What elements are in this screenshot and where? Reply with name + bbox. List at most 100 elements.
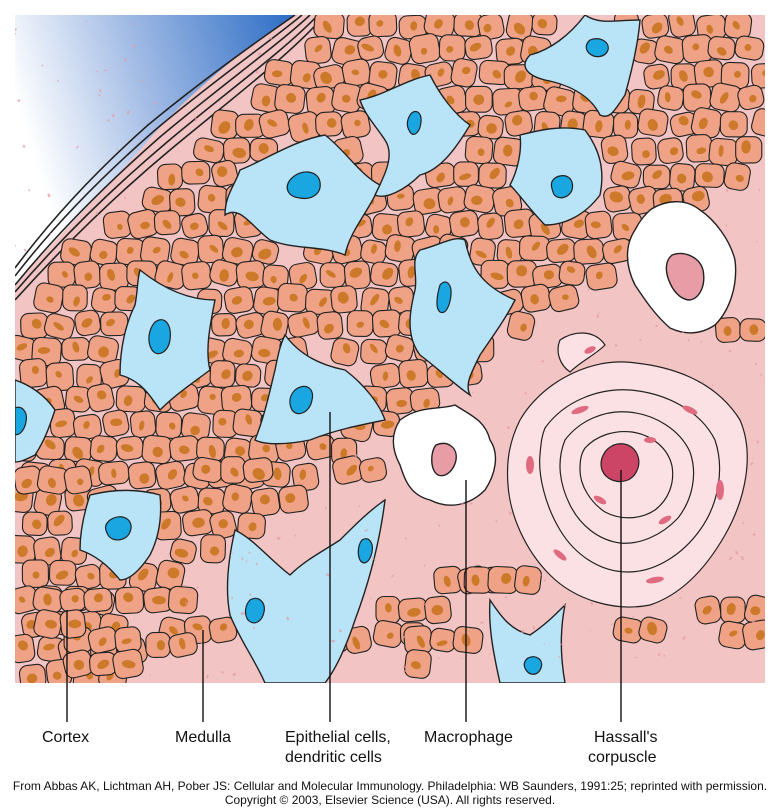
speckle (95, 70, 98, 73)
speckle (589, 629, 591, 632)
thymocyte-nucleus (273, 467, 282, 481)
thymocyte-nucleus (489, 167, 500, 180)
thymocyte-nucleus (464, 20, 475, 30)
thymocyte-nucleus (242, 370, 253, 382)
thymocyte-nucleus (566, 266, 576, 273)
speckle (95, 212, 99, 215)
thymocyte-nucleus (73, 296, 80, 307)
thymocyte (358, 457, 388, 483)
thymocyte-nucleus (96, 444, 105, 454)
thymocyte-nucleus (110, 418, 123, 427)
speckle (504, 595, 508, 599)
thymocyte-nucleus (84, 272, 93, 282)
thymocyte-nucleus (512, 114, 523, 126)
thymocyte-nucleus (258, 348, 271, 358)
speckle (755, 362, 757, 366)
speckle (711, 384, 714, 386)
speckle (402, 665, 406, 668)
thymocyte-nucleus (728, 120, 739, 131)
thymocyte-nucleus (299, 273, 308, 284)
thymocyte-nucleus (72, 341, 80, 353)
speckle (276, 536, 281, 540)
thymocyte-nucleus (86, 376, 93, 384)
thymocyte-nucleus (361, 43, 375, 52)
thymocyte-nucleus (272, 317, 283, 331)
thymocyte (558, 260, 586, 286)
speckle (752, 532, 756, 537)
thymocyte-nucleus (261, 95, 271, 107)
thymocyte-nucleus (16, 343, 28, 351)
thymocyte-nucleus (72, 446, 84, 459)
speckle (543, 643, 546, 645)
thymocyte-nucleus (537, 18, 548, 29)
thymocyte-nucleus (356, 321, 365, 328)
thymocyte (751, 108, 765, 138)
speckle (179, 622, 184, 626)
thymocyte-nucleus (406, 370, 416, 381)
thymocyte-nucleus (636, 194, 645, 204)
thymocyte-nucleus (87, 572, 95, 580)
speckle (756, 440, 760, 444)
speckle (140, 80, 143, 83)
thymocyte (657, 85, 685, 111)
thymocyte-nucleus (231, 296, 243, 305)
thymocyte-nucleus (384, 603, 392, 613)
thymocyte-nucleus (530, 294, 540, 305)
macrophages (392, 201, 737, 506)
thymocyte-nucleus (259, 494, 270, 505)
thymocyte-nucleus (749, 94, 757, 103)
thymocyte-nucleus (394, 240, 401, 253)
thymocyte-nucleus (209, 393, 216, 401)
speckle (57, 79, 60, 82)
thymocyte-nucleus (492, 69, 502, 79)
thymocyte-nucleus (386, 632, 394, 640)
thymocyte-nucleus (749, 324, 759, 336)
speckle (423, 564, 426, 567)
epithelial-cell (488, 597, 567, 683)
speckle (725, 188, 729, 193)
thymocyte-nucleus (205, 350, 218, 359)
thymocyte-nucleus (216, 166, 228, 177)
speckle (741, 522, 745, 525)
thymocyte-nucleus (32, 571, 40, 579)
thymocyte-nucleus (217, 221, 228, 231)
thymocyte-nucleus (562, 294, 569, 300)
macrophage-label: Macrophage (424, 729, 513, 746)
thymocyte-nucleus (18, 596, 26, 603)
thymocyte-nucleus (45, 619, 57, 629)
thymocyte-nucleus (285, 493, 296, 503)
thymocyte-nucleus (258, 143, 269, 154)
speckle (41, 64, 44, 67)
thymocyte-nucleus (77, 478, 84, 486)
thymocyte-nucleus (486, 123, 497, 134)
thymocyte-nucleus (735, 174, 744, 182)
thymocyte-nucleus (320, 71, 333, 84)
thymocyte-nucleus (322, 20, 332, 33)
thymocyte-nucleus (203, 496, 213, 506)
medulla-label: Medulla (175, 729, 231, 746)
thymocyte-nucleus (190, 425, 200, 436)
speckle (402, 636, 406, 639)
speckle (663, 654, 666, 658)
hassall-label-line1: Hassall's (594, 729, 658, 746)
thymocyte-nucleus (126, 294, 136, 304)
thymocyte-nucleus (37, 347, 51, 354)
epithelial-label-line2: dendritic cells (285, 749, 382, 766)
thymocyte-nucleus (647, 119, 658, 131)
thymocyte-nucleus (68, 247, 80, 257)
thymocyte-nucleus (44, 547, 56, 558)
speckle (535, 324, 537, 327)
thymocyte-nucleus (169, 626, 178, 635)
thymocyte-nucleus (261, 394, 269, 402)
thymocyte-nucleus (416, 635, 425, 648)
speckle (658, 653, 661, 656)
thymocyte-nucleus (607, 146, 619, 157)
epithelial-nucleus (15, 406, 27, 436)
thymocyte-nucleus (258, 248, 272, 260)
epithelial-cell (409, 238, 516, 398)
thymocyte-nucleus (221, 318, 230, 329)
thymocyte-nucleus (461, 66, 471, 75)
thymocyte-nucleus (459, 173, 472, 181)
speckle (230, 551, 233, 554)
thymocyte-nucleus (17, 640, 28, 651)
